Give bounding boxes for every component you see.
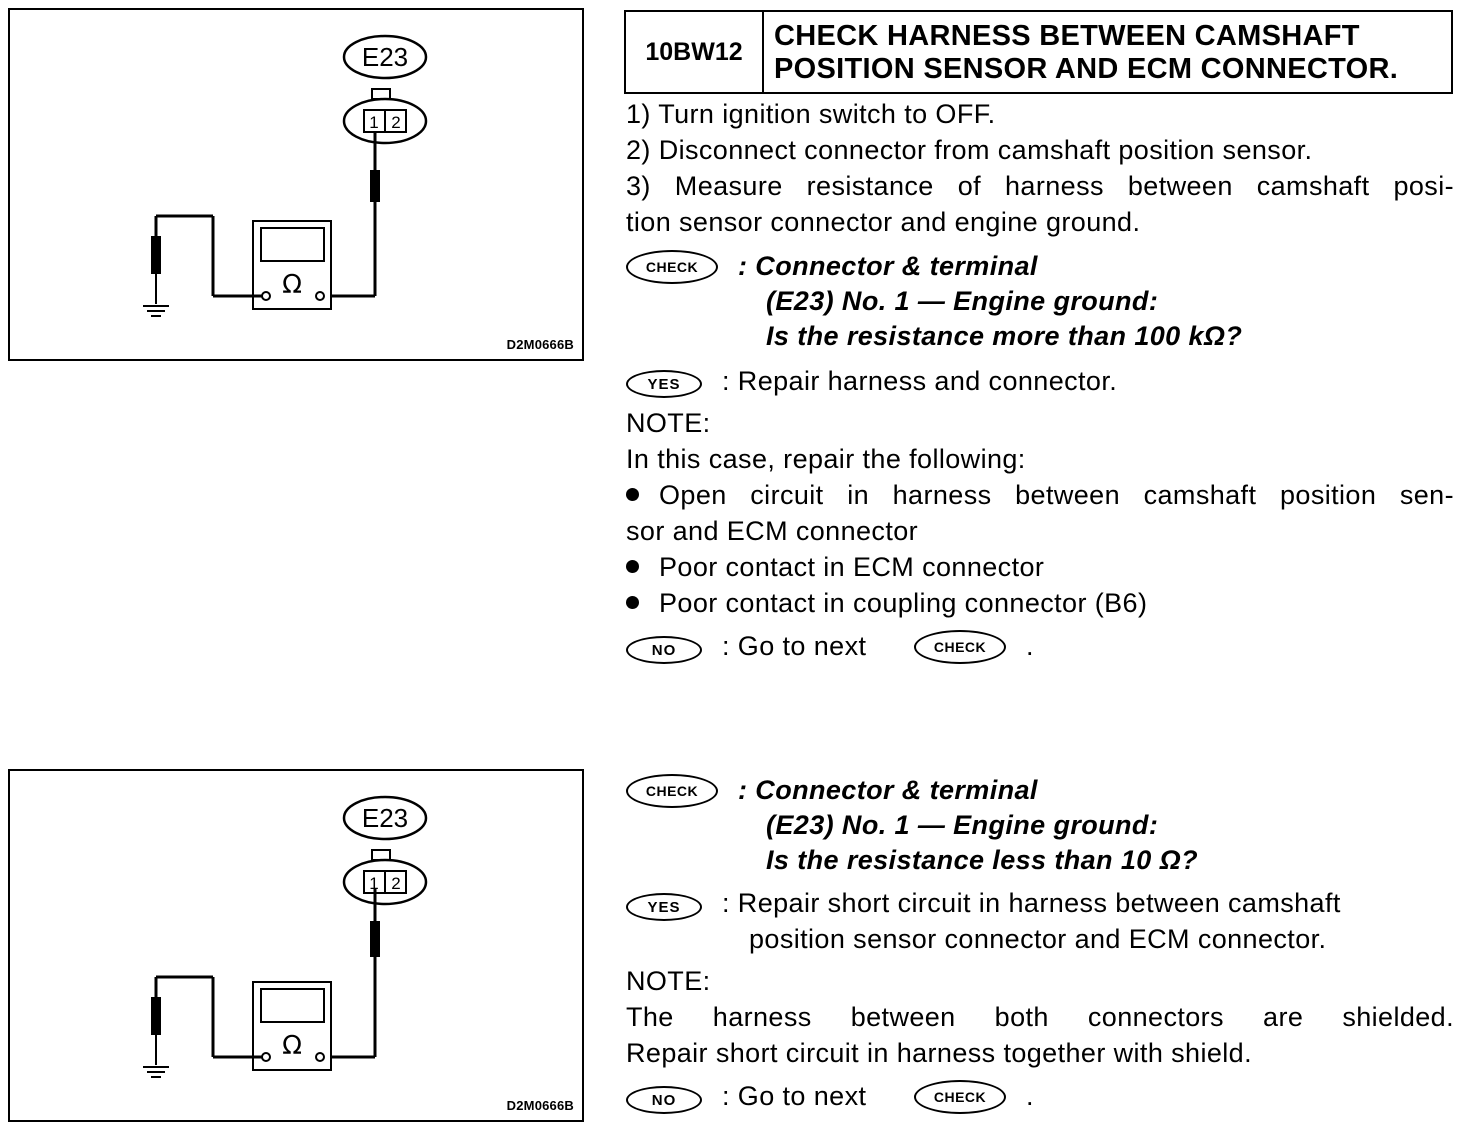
right-probe bbox=[370, 170, 380, 202]
bullet-item-1-cont: sor and ECM connector bbox=[626, 516, 919, 546]
note-label: NOTE: bbox=[626, 966, 711, 996]
left-probe bbox=[151, 997, 161, 1035]
yes-result-line1: : Repair short circuit in harness betwee… bbox=[722, 888, 1341, 918]
pin-1: 1 bbox=[369, 874, 378, 893]
wiring-figure-2: E23 1 2 Ω D2M0666B bbox=[8, 769, 584, 1122]
connector-label-ellipse bbox=[342, 795, 428, 841]
check-badge-icon: CHECK bbox=[914, 1080, 1006, 1114]
check-badge-icon: CHECK bbox=[914, 630, 1006, 664]
check-line-2: (E23) No. 1 — Engine ground: bbox=[766, 286, 1159, 316]
check-badge-icon: CHECK bbox=[626, 774, 718, 808]
procedure-step-3-cont: tion sensor connector and engine ground. bbox=[626, 207, 1141, 237]
step-title-line2: POSITION SENSOR AND ECM CONNECTOR. bbox=[774, 53, 1399, 85]
bullet-item-2: Poor contact in ECM connector bbox=[626, 551, 1044, 583]
check-line-3: Is the resistance more than 100 kΩ? bbox=[766, 321, 1243, 351]
procedure-step-1: 1) Turn ignition switch to OFF. bbox=[626, 99, 996, 129]
yes-result: : Repair harness and connector. bbox=[722, 366, 1118, 396]
no-badge-icon: NO bbox=[626, 1086, 702, 1114]
ohmmeter-diagram: E23 1 2 Ω bbox=[143, 34, 428, 317]
check-line-2: (E23) No. 1 — Engine ground: bbox=[766, 810, 1159, 840]
left-probe bbox=[151, 236, 161, 274]
note-label: NOTE: bbox=[626, 408, 711, 438]
right-probe bbox=[370, 921, 380, 957]
connector-label: E23 bbox=[362, 803, 408, 833]
figure-code: D2M0666B bbox=[506, 337, 574, 352]
step-title-box: 10BW12 CHECK HARNESS BETWEEN CAMSHAFT PO… bbox=[624, 10, 1453, 94]
procedure-step-3: 3) Measure resistance of harness between… bbox=[626, 171, 1454, 201]
check-line-3: Is the resistance less than 10 Ω? bbox=[766, 845, 1198, 875]
check-line-1: : Connector & terminal bbox=[738, 775, 1038, 805]
note-line-2: Repair short circuit in harness together… bbox=[626, 1038, 1252, 1068]
meter-display bbox=[260, 227, 325, 262]
no-result: : Go to next bbox=[722, 1081, 867, 1111]
yes-result-line2: position sensor connector and ECM connec… bbox=[749, 924, 1327, 954]
connector-label: E23 bbox=[362, 42, 408, 72]
ohmmeter-diagram: E23 1 2 Ω bbox=[143, 795, 428, 1078]
pin-2: 2 bbox=[391, 113, 400, 132]
yes-badge-icon: YES bbox=[626, 893, 702, 921]
bullet-item-1: Open circuit in harness between camshaft… bbox=[626, 479, 1454, 511]
pin-2: 2 bbox=[391, 874, 400, 893]
no-result: : Go to next bbox=[722, 631, 867, 661]
pin-1: 1 bbox=[369, 113, 378, 132]
no-badge-icon: NO bbox=[626, 636, 702, 664]
procedure-step-2: 2) Disconnect connector from camshaft po… bbox=[626, 135, 1313, 165]
step-title-line1: CHECK HARNESS BETWEEN CAMSHAFT bbox=[774, 20, 1360, 52]
figure-code: D2M0666B bbox=[506, 1098, 574, 1113]
ohm-symbol: Ω bbox=[282, 1031, 302, 1061]
check-line-1: : Connector & terminal bbox=[738, 251, 1038, 281]
no-result-period: . bbox=[1026, 631, 1034, 661]
no-result-period: . bbox=[1026, 1081, 1034, 1111]
bullet-item-3: Poor contact in coupling connector (B6) bbox=[626, 587, 1147, 619]
step-code: 10BW12 bbox=[626, 12, 764, 92]
note-intro: In this case, repair the following: bbox=[626, 444, 1026, 474]
meter-display bbox=[260, 988, 325, 1023]
check-badge-icon: CHECK bbox=[626, 250, 718, 284]
ohm-symbol: Ω bbox=[282, 270, 302, 300]
wiring-figure-1: E23 1 2 Ω D2M0666B bbox=[8, 8, 584, 361]
connector-label-ellipse bbox=[342, 34, 428, 80]
note-line-1: The harness between both connectors are … bbox=[626, 1002, 1454, 1032]
yes-badge-icon: YES bbox=[626, 370, 702, 398]
step-title: CHECK HARNESS BETWEEN CAMSHAFT POSITION … bbox=[764, 12, 1451, 92]
